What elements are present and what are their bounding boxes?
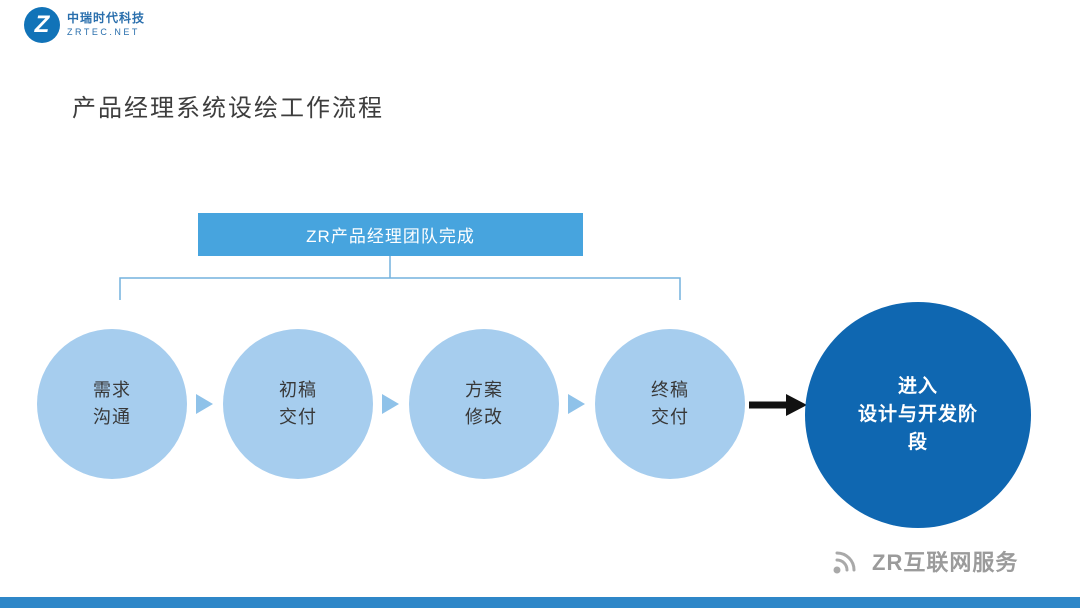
step-circle-requirement: 需求 沟通 (37, 329, 187, 479)
step-line: 需求 (93, 380, 131, 400)
company-logo: Z 中瑞时代科技 ZRTEC.NET (24, 7, 145, 43)
step-circle-revision: 方案 修改 (409, 329, 559, 479)
watermark: ZR互联网服务 (828, 543, 1018, 579)
step-line: 交付 (279, 407, 317, 427)
final-line: 设计与开发阶 (857, 404, 978, 425)
step-line: 终稿 (651, 380, 689, 400)
final-line: 进入 (897, 376, 938, 397)
step-line: 交付 (651, 407, 689, 427)
watermark-text: ZR互联网服务 (872, 550, 1019, 575)
step-line: 修改 (465, 407, 503, 427)
chevron-right-icon (382, 394, 399, 414)
logo-icon: Z (24, 7, 60, 43)
final-line: 段 (907, 432, 928, 453)
logo-domain: ZRTEC.NET (67, 26, 140, 37)
chevron-right-icon (196, 394, 213, 414)
team-label: ZR产品经理团队完成 (306, 227, 475, 246)
arrow-right-icon (749, 394, 807, 416)
bottom-accent-bar (0, 597, 1080, 608)
logo-symbol: Z (34, 11, 50, 38)
logo-text: 中瑞时代科技 ZRTEC.NET (67, 12, 145, 37)
chevron-right-icon (568, 394, 585, 414)
bracket-connector (119, 256, 681, 300)
team-label-box: ZR产品经理团队完成 (198, 213, 583, 256)
step-line: 方案 (465, 380, 503, 400)
broadcast-icon (833, 551, 856, 574)
page-title: 产品经理系统设绘工作流程 (72, 95, 384, 122)
step-line: 初稿 (279, 380, 317, 400)
step-circle-first-draft: 初稿 交付 (223, 329, 373, 479)
final-stage-circle: 进入 设计与开发阶 段 (805, 302, 1031, 528)
step-circle-final-draft: 终稿 交付 (595, 329, 745, 479)
logo-company-name: 中瑞时代科技 (67, 11, 146, 26)
step-line: 沟通 (93, 407, 131, 427)
